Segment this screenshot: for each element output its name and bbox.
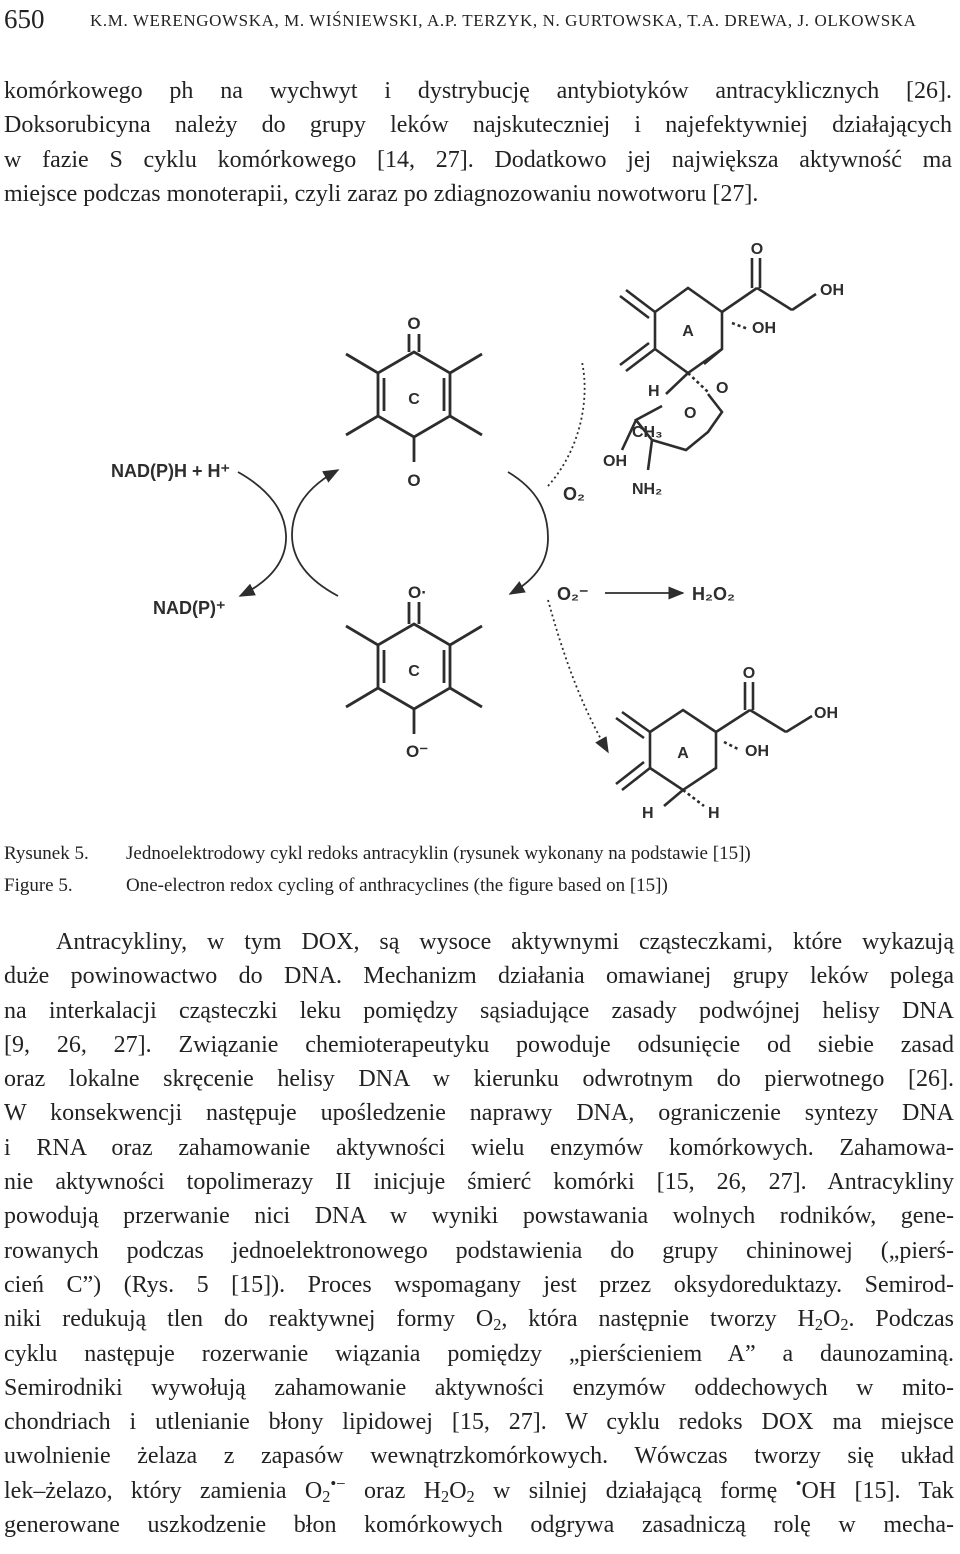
nadph-label: NAD(P)H + H⁺ <box>111 461 230 481</box>
text-line: nie aktywności topolimerazy II inicjuje … <box>4 1169 954 1196</box>
caption-polish: Rysunek 5. Jednoelektrodowy cykl redoks a… <box>4 838 954 870</box>
text-run: lek–żelazo, który zamienia O <box>4 1477 323 1504</box>
ring-c-label: C <box>408 391 420 408</box>
superoxide-label: O₂⁻ <box>557 584 589 604</box>
ring-a-label: A <box>682 323 694 340</box>
text-run: w silniej działającą formę <box>474 1477 796 1504</box>
intro-paragraph: komórkowego ph na wychwyt i dystrybucję … <box>4 74 952 211</box>
text-line: Doksorubicyna należy do grupy leków najs… <box>4 112 952 139</box>
radical-dot: • <box>795 1473 802 1493</box>
hydrogen-label: H <box>648 383 660 400</box>
text-run: O <box>822 1306 841 1333</box>
running-head-authors: K.M. WERENGOWSKA, M. WIŚNIEWSKI, A.P. TE… <box>90 11 917 30</box>
hydrogen-label: H <box>642 805 654 822</box>
dioxygen-label: O₂ <box>563 484 585 504</box>
semiquinone-ring-bottom <box>345 602 483 734</box>
running-header: 650 K.M. WERENGOWSKA, M. WIŚNIEWSKI, A.P… <box>4 2 956 42</box>
text-line: powodują przerwanie nici DNA w wyniki po… <box>4 1203 954 1230</box>
oxygen-label: O <box>407 314 420 333</box>
oxygen-anion-label: O⁻ <box>406 742 428 761</box>
amine-label: NH₂ <box>632 481 662 498</box>
text-line: cyklu następuje rozerwanie wiązania pomi… <box>4 1340 954 1367</box>
oxygen-label: O <box>743 665 755 682</box>
subscript: 2 <box>322 1486 331 1506</box>
ring-a-top <box>619 258 817 471</box>
subscript: 2 <box>840 1315 849 1335</box>
oxygen-label: O <box>684 405 696 422</box>
text-run: . Podczas <box>848 1306 955 1333</box>
oxygen-radical-label: O· <box>408 583 427 602</box>
peroxide-label: H₂O₂ <box>692 584 735 604</box>
ring-a-bottom <box>615 682 813 808</box>
caption-text: Jednoelektrodowy cykl redoks antracyklin… <box>126 843 751 864</box>
page-number: 650 <box>4 4 45 34</box>
text-run: niki redukują tlen do reaktywnej formy O <box>4 1306 494 1333</box>
hydroxyl-label: OH <box>752 320 776 337</box>
text-line: uwolnienie żelaza z zapasów wewnątrzkomó… <box>4 1443 954 1470</box>
oxygen-label: O <box>407 471 420 490</box>
text-line: komórkowego ph na wychwyt i dystrybucję … <box>4 78 952 104</box>
text-line: Semirodniki wywołują zahamowanie aktywno… <box>4 1374 954 1401</box>
text-line: niki redukują tlen do reaktywnej formy O… <box>4 1302 954 1336</box>
subscript: 2 <box>441 1486 450 1506</box>
text-line: [9, 26, 27]. Związanie chemioterapeutyku… <box>4 1031 954 1058</box>
superscript: •− <box>330 1473 346 1493</box>
hydroxyl-label: OH <box>820 282 844 299</box>
ring-a-label: A <box>677 745 689 762</box>
redox-arrows <box>237 361 685 754</box>
subscript: 2 <box>814 1315 823 1335</box>
text-line: i RNA oraz zahamowanie aktywności wielu … <box>4 1134 954 1161</box>
subscript: 2 <box>466 1486 475 1506</box>
hydroxyl-label: OH <box>603 453 627 470</box>
caption-text: One-electron redox cycling of anthracycl… <box>126 875 668 896</box>
redox-cycle-figure: O C O O OH OH A H O O CH₃ OH NH₂ NAD(P)H… <box>111 241 844 822</box>
text-line: w fazie S cyklu komórkowego [14, 27]. Do… <box>4 146 952 173</box>
text-run: OH [15]. Tak <box>801 1477 955 1504</box>
text-line: chondriach i utlenianie błony lipidowej … <box>4 1409 954 1436</box>
caption-label: Rysunek 5. <box>4 843 89 864</box>
figure-captions: Rysunek 5. Jednoelektrodowy cykl redoks a… <box>4 838 954 902</box>
text-line: oraz lokalne skręcenie helisy DNA w kier… <box>4 1066 954 1093</box>
ring-c-label: C <box>408 663 420 680</box>
text-line: W konsekwencji następuje upośledzenie na… <box>4 1100 954 1127</box>
nadp-label: NAD(P)⁺ <box>153 598 226 618</box>
text-line: duże powinowactwo do DNA. Mechanizm dzia… <box>4 963 954 990</box>
methyl-label: CH₃ <box>632 424 663 441</box>
body-paragraph: Antracykliny, w tym DOX, są wysoce aktyw… <box>4 925 954 1542</box>
text-run: , która następnie tworzy H <box>501 1306 815 1333</box>
text-line: miejsce podczas monoterapii, czyli zaraz… <box>4 180 759 207</box>
text-line: generowane uszkodzenie błon komórkowych … <box>4 1512 954 1539</box>
oxygen-label: O <box>716 380 728 397</box>
hydrogen-label: H <box>708 805 720 822</box>
hydroxyl-label: OH <box>814 705 838 722</box>
text-line: cień C”) (Rys. 5 [15]). Proces wspomagan… <box>4 1271 954 1298</box>
subscript: 2 <box>493 1315 502 1335</box>
text-run: O <box>449 1477 467 1504</box>
hydroxyl-label: OH <box>745 743 769 760</box>
caption-english: Figure 5. One-electron redox cycling of a… <box>4 870 954 902</box>
quinone-ring-top <box>345 334 483 462</box>
oxygen-label: O <box>751 241 763 258</box>
text-run: oraz H <box>345 1477 442 1504</box>
text-line: rowanych podczas jednoelektronowego pods… <box>4 1237 954 1264</box>
text-line: Antracykliny, w tym DOX, są wysoce aktyw… <box>56 929 954 955</box>
caption-label: Figure 5. <box>4 875 73 896</box>
text-line: na interkalacji cząsteczki leku pomiędzy… <box>4 997 954 1024</box>
text-line: lek–żelazo, który zamienia O2•− oraz H2O… <box>4 1474 954 1508</box>
